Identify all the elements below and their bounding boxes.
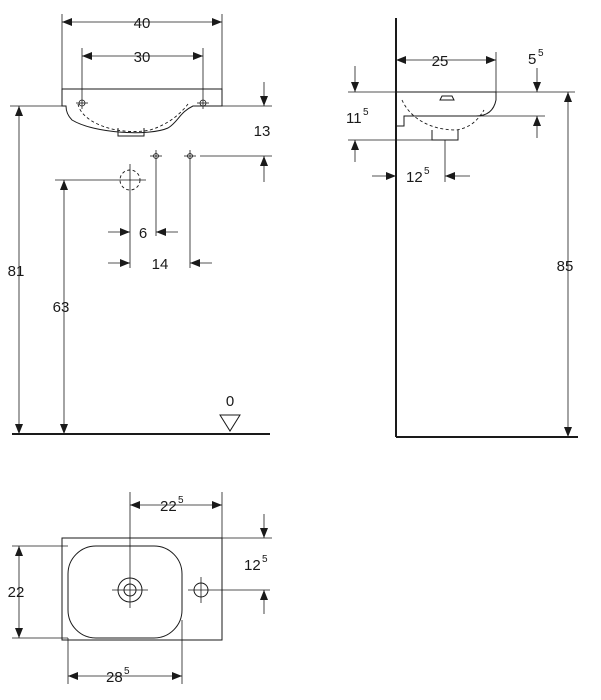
top-tap-hole [188,577,270,603]
dim-top-width: 28 [106,669,123,686]
dim-side-depth: 25 [432,53,449,70]
dim-front-height-total: 81 [8,263,25,280]
top-basin-outline [61,537,223,641]
side-tap-hole [439,95,455,101]
dim-front-width-total: 40 [134,15,151,32]
dim-front-offset-small: 6 [139,225,147,242]
floor-level-marker [219,414,241,432]
front-tap-hole-left [76,97,88,109]
dim-top-depth: 22 [8,584,25,601]
dim-front-offset-large: 14 [152,256,169,273]
side-view: 25 5 5 11 5 12 5 85 [346,18,578,438]
dim-top-tap-depth: 12 [244,557,261,574]
front-tap-hole-right [197,97,209,109]
front-basin-outline [61,88,223,134]
dim-top-tap-depth-sup: 5 [262,554,268,565]
dim-side-drain-offset-sup: 5 [424,166,430,177]
side-bowl-hidden-line [401,99,485,131]
dim-front-height-waste: 63 [53,299,70,316]
top-view: 22 5 12 5 22 28 5 [8,492,272,686]
dim-top-tap-offset-sup: 5 [178,495,184,506]
dim-side-rim-thickness-sup: 5 [538,48,544,59]
dim-side-height-total: 85 [557,258,574,275]
dim-front-rim-to-tap: 13 [254,123,271,140]
side-drain [431,130,459,141]
dim-top-tap-offset: 22 [160,498,177,515]
dim-front-width-inner: 30 [134,49,151,66]
dim-side-basin-height: 11 [346,110,362,127]
front-view: 40 30 13 [8,14,272,435]
side-basin-outline [396,91,497,127]
dim-top-width-sup: 5 [124,666,130,677]
dim-side-basin-height-sup: 5 [363,107,369,118]
front-bowl-hidden-line [77,103,189,132]
top-bowl-outline [67,545,183,639]
top-drain [112,572,148,608]
dim-side-drain-offset: 12 [406,169,423,186]
front-waste-connection [114,164,146,196]
front-drain [117,128,145,137]
front-connection-cross-2 [184,150,196,162]
floor-level-label: 0 [226,393,234,410]
front-connection-cross-1 [150,150,162,162]
dim-side-rim-thickness: 5 [528,51,536,68]
